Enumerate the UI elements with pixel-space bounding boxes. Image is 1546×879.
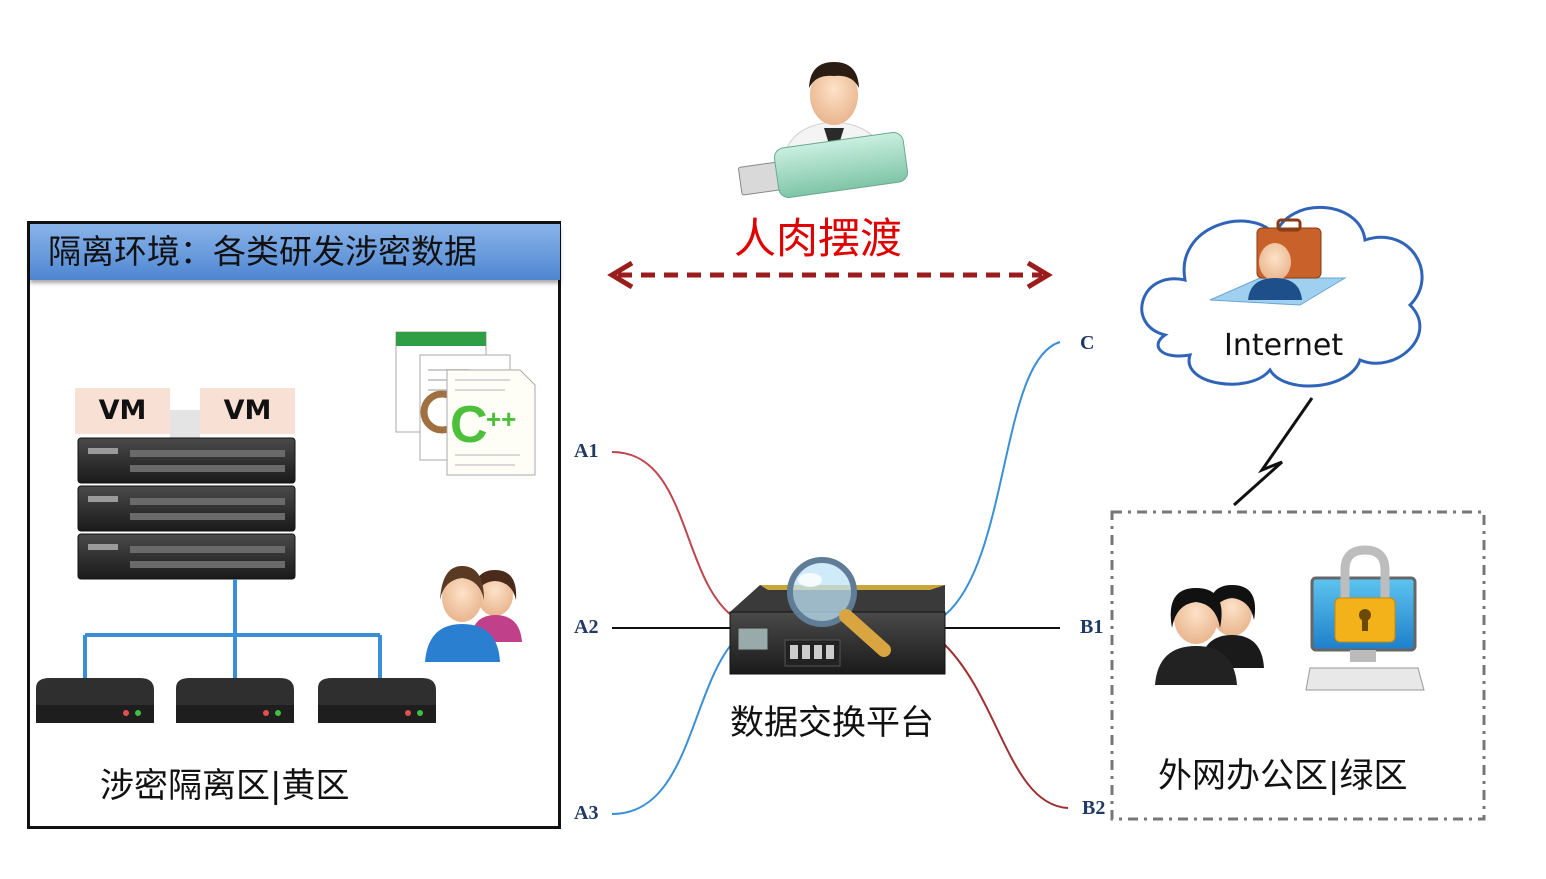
office-zone-label: 外网办公区|绿区 [1158, 756, 1408, 796]
internet-label: Internet [1224, 328, 1344, 363]
exchange-platform-icon [729, 557, 946, 675]
port-a3: A3 [574, 802, 599, 824]
isolated-zone-label: 涉密隔离区|黄区 [100, 766, 350, 806]
port-b2: B2 [1082, 797, 1106, 819]
isolated-zone-box [27, 221, 561, 829]
port-a1: A1 [574, 440, 599, 462]
vm-label: VM [75, 388, 170, 434]
isolated-zone-title: 隔离环境：各类研发涉密数据 [48, 232, 477, 271]
line-b2 [944, 644, 1069, 809]
wireless-link-icon [1232, 397, 1314, 507]
manual-transfer-label: 人肉摆渡 [734, 214, 903, 263]
port-a2: A2 [574, 616, 599, 638]
line-c [944, 341, 1061, 616]
vm-label: VM [200, 388, 295, 434]
internet-cloud-icon [1140, 205, 1424, 388]
exchange-platform-label: 数据交换平台 [730, 703, 934, 743]
port-b1: B1 [1080, 616, 1104, 638]
line-a1 [611, 451, 736, 619]
port-c: C [1080, 332, 1095, 354]
manual-transfer-arrow [607, 260, 1053, 290]
locked-computer-icon [1305, 545, 1425, 691]
office-zone-box [1110, 510, 1486, 821]
line-a3 [611, 639, 736, 815]
isolated-zone-header [30, 224, 560, 280]
office-users-icon [1155, 585, 1264, 685]
person-usb-icon [738, 62, 909, 199]
connection-lines [611, 341, 1069, 815]
